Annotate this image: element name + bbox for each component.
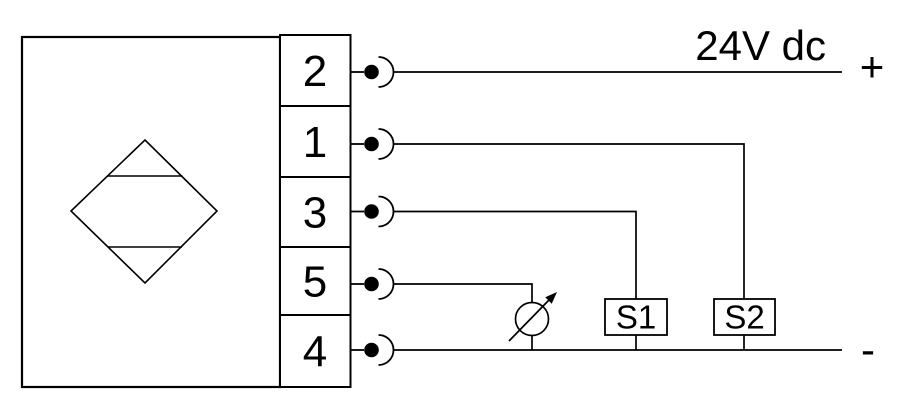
device-body — [20, 35, 282, 389]
terminal-label: 1 — [303, 118, 327, 167]
plug-connector-icon — [350, 195, 395, 228]
wire-terminal5-meter — [393, 283, 533, 350]
plug-connector-icon — [350, 56, 395, 88]
adjustable-meter-icon — [508, 292, 557, 342]
terminal-label: 2 — [303, 47, 327, 96]
plug-connector-icon — [350, 334, 395, 366]
switch-s2-label: S2 — [724, 299, 764, 336]
terminal-box — [279, 176, 352, 248]
switch-s1-box — [604, 298, 668, 336]
terminal-box — [279, 314, 352, 388]
wire-terminal3-s1 — [393, 210, 637, 350]
switch-s2-box — [713, 298, 776, 336]
terminal-box — [279, 105, 352, 178]
wire-terminal1-s2 — [393, 143, 745, 350]
negative-terminal-label: - — [861, 326, 875, 373]
positive-terminal-label: + — [860, 43, 885, 90]
diamond-sensor-icon — [69, 138, 219, 285]
meter-arrowhead — [545, 292, 557, 304]
switch-s1-label: S1 — [616, 299, 656, 336]
diamond-outline — [69, 138, 219, 285]
plug-connector-icon — [350, 128, 395, 160]
terminal-box — [279, 34, 352, 107]
terminal-label: 3 — [303, 189, 327, 238]
terminal-strip — [279, 34, 352, 388]
terminal-label: 4 — [303, 328, 327, 377]
terminal-label: 5 — [303, 258, 327, 307]
plug-connector-icon — [350, 268, 395, 300]
supply-voltage-label: 24V dc — [695, 22, 826, 69]
